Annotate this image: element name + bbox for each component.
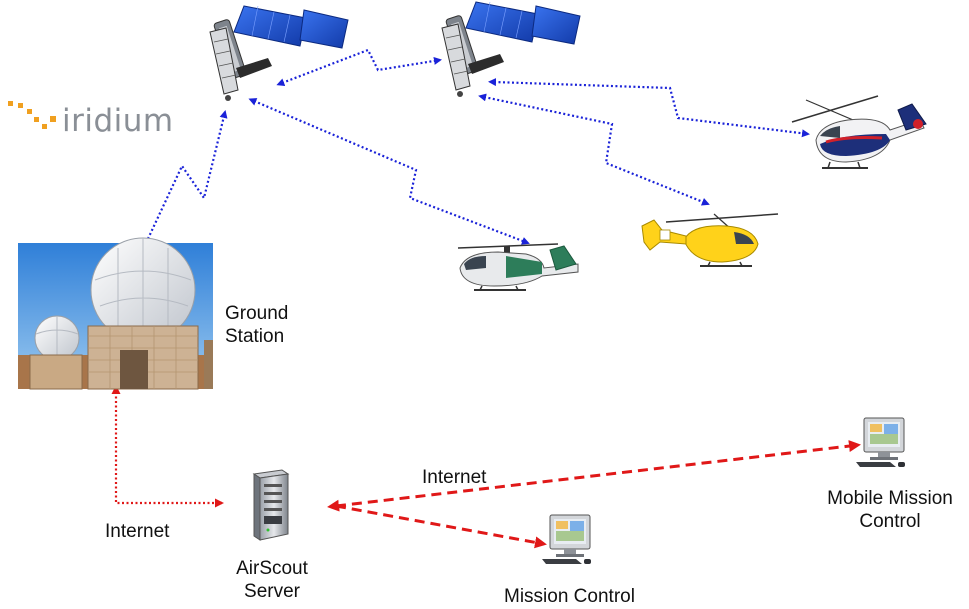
airscout-label-line1: AirScout <box>236 558 308 579</box>
airscout-label-line2: Server <box>244 581 300 602</box>
mission-control-label: Mission Control <box>504 586 635 607</box>
helicopter-icon <box>791 95 927 169</box>
ground-station-label-line1: Ground <box>225 303 289 324</box>
ground-to-server-link <box>111 385 224 508</box>
ground-station-label-line2: Station <box>225 326 285 347</box>
iridium-logo-icon <box>8 101 56 129</box>
server-to-mobile-link <box>327 440 861 512</box>
computer-icon <box>541 514 592 565</box>
helicopter-yellow-link <box>478 93 710 206</box>
mobile-mission-control-label: Mobile Mission Control <box>818 487 962 533</box>
mobile-label-line2: Control <box>859 511 921 532</box>
server-icon <box>252 469 290 541</box>
satellite-crosslink <box>276 48 442 87</box>
computer-icon <box>855 417 906 468</box>
iridium-logo-text: iridium <box>62 103 174 139</box>
helicopter-icon <box>641 213 779 267</box>
server-to-mission-link <box>335 504 547 549</box>
satellite-icon <box>209 5 349 102</box>
ground-station-icon <box>18 237 213 390</box>
ground-station-label: Ground Station <box>225 302 288 348</box>
satellite-icon <box>441 1 581 98</box>
helicopter-red-link <box>488 78 810 138</box>
ground-uplink <box>143 110 228 249</box>
mobile-label-line1: Mobile Mission <box>827 488 953 509</box>
airscout-server-label: AirScout Server <box>224 557 320 603</box>
internet-label-left: Internet <box>105 521 170 542</box>
helicopter-green-link <box>248 98 530 245</box>
internet-label-top: Internet <box>422 467 487 488</box>
helicopter-icon <box>457 243 579 291</box>
